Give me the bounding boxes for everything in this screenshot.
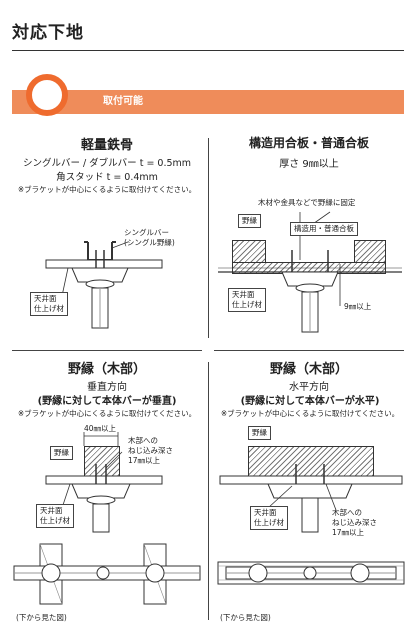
mode-label: 取付可能 [103,96,143,107]
wood-horizontal-caption: (下から見た図) [220,613,271,622]
plywood-ceiling-label: 天井面 仕上げ材 [228,288,266,312]
light-steel-ceiling-label: 天井面 仕上げ材 [30,292,68,316]
page-title: 対応下地 [12,23,84,43]
wood-horizontal-direction: 水平方向 [289,382,329,393]
wood-horizontal-batten-label: 野縁 [248,426,271,440]
wood-horizontal-heading: 野縁（木部） [269,362,348,377]
wood-vertical-depth-label: 木部への ねじ込み深さ 17㎜以上 [128,436,173,465]
wood-vertical-direction: 垂直方向 [87,382,127,393]
wood-vertical-ceiling-label: 天井面 仕上げ材 [36,504,74,528]
wood-vertical-width-label: 40㎜以上 [84,424,117,433]
title-divider [12,50,404,51]
wood-vertical-heading: 野縁（木部） [67,362,146,377]
wood-horizontal-depth-label: 木部への ねじ込み深さ 17㎜以上 [332,508,377,537]
light-steel-channel-label: シングルバー (シングル野縁) [124,228,175,247]
plywood-batten-right [354,240,386,264]
vertical-divider-bottom [208,362,209,620]
light-steel-spec-1: シングルバー / ダブルバー t = 0.5mm [22,158,192,169]
wood-vertical-note: ※ブラケットが中心にくるように取付けてください。 [17,409,197,418]
plywood-board-label: 構造用・普通合板 [290,222,358,236]
plywood-fix-label: 木材や金具などで野縁に固定 [258,198,356,207]
light-steel-spec-2: 角スタッド t = 0.4mm [56,172,158,183]
horizontal-divider-right [214,350,404,351]
plywood-thickness-label: 9㎜以上 [344,302,372,311]
plywood-batten-label: 野縁 [238,214,261,228]
light-steel-heading: 軽量鉄骨 [80,138,133,153]
plywood-spec: 厚さ 9㎜以上 [279,159,339,170]
wood-vertical-batten [84,446,120,478]
wood-horizontal-direction-detail: (野縁に対して本体バーが水平) [240,396,380,407]
horizontal-divider-left [12,350,202,351]
light-steel-note: ※ブラケットが中心にくるように取付けてください。 [17,185,197,194]
circle-icon [26,74,68,116]
mode-band [12,90,404,114]
wood-vertical-direction-detail: (野縁に対して本体バーが垂直) [37,396,177,407]
plywood-heading: 構造用合板・普通合板 [248,136,369,150]
wood-vertical-batten-label: 野縁 [50,446,73,460]
wood-horizontal-note: ※ブラケットが中心にくるように取付けてください。 [220,409,400,418]
wood-horizontal-ceiling-label: 天井面 仕上げ材 [250,506,288,530]
vertical-divider-top [208,138,209,338]
wood-vertical-caption: (下から見た図) [16,613,67,622]
